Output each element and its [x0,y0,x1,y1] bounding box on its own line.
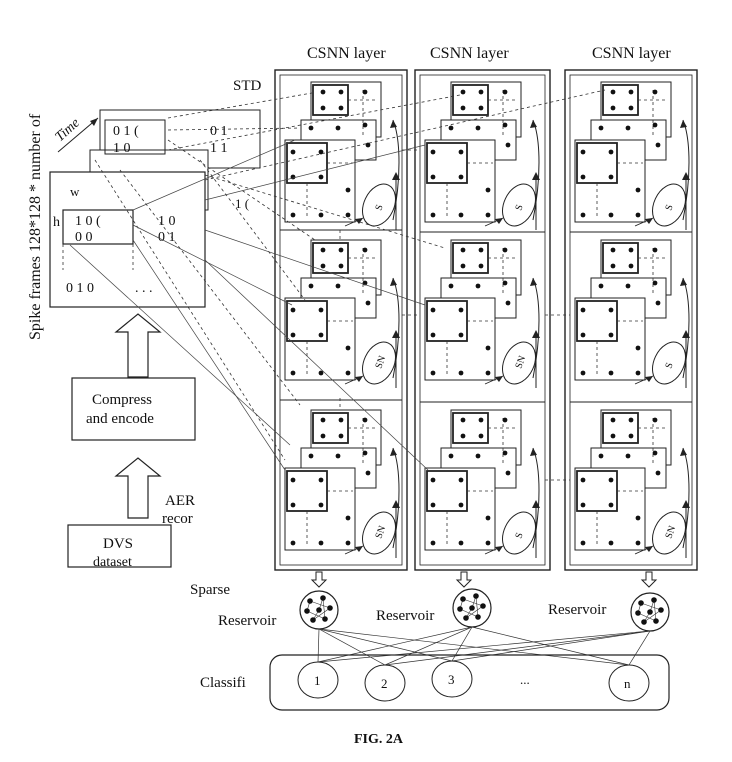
std-label: STD [233,78,262,94]
csnn-cell: S [284,81,400,230]
spike-frames-label: Spike frames 128*128 * number of [27,113,44,340]
inter-column-connectors [339,149,570,481]
csnn-layer-label-2: CSNN layer [430,45,509,62]
classifier-node-2: 2 [381,676,388,691]
matrix-partial: 1 ( [235,196,249,211]
csnn-cell: S [574,81,690,230]
reservoir-node [299,590,339,630]
matrix-back-right-row1: 0 1 [210,124,228,139]
compress-label-line2: and encode [86,411,154,427]
cell-neuron-label: S [664,361,676,370]
reservoir-node [452,588,492,628]
csnn-cell: S [424,81,540,230]
sparse-label: Sparse [190,582,230,598]
dvs-dataset-box [67,524,172,568]
figure-caption: FIG. 2A [354,732,404,747]
csnn-cell: SN [284,409,400,558]
matrix-front-right-row1: 1 0 [158,214,176,229]
matrix-h-label: h [53,215,60,230]
matrix-back-left-row2: 1 0 [113,141,131,156]
cell-neuron-label: SN [374,354,389,370]
reservoir-node [630,592,670,632]
cell-neuron-label: S [514,203,526,212]
csnn-cell: SN [284,239,400,388]
cell-neuron-label: S [514,531,526,540]
frame-to-csnn-connectors [69,89,606,471]
csnn-cell: S [574,239,690,388]
cell-neuron-label: SN [664,524,679,540]
csnn-cell: SN [574,409,690,558]
matrix-front-left-row2: 0 0 [75,230,93,245]
time-axis: Time [53,116,99,153]
matrix-back-left-row1: 0 1 ( [113,124,139,139]
cell-neuron-label: S [374,203,386,212]
classifier-node-3: 3 [448,672,455,687]
cell-neuron-label: SN [514,354,529,370]
reservoir-classifier-connections [317,626,651,666]
dvs-label-line1: DVS [103,536,133,552]
classifier-ellipsis: ... [520,672,530,687]
pipeline [67,313,196,568]
csnn-cells: S SN SN S SN S S S SN [284,81,690,558]
compress-encode-box [71,377,196,441]
reservoir-label-2: Reservoir [376,608,434,624]
classifier-nodes [297,660,650,702]
classifier-node-n: n [624,676,631,691]
matrix-bottom-row: 0 1 0 [66,281,94,296]
classifier-label: Classifi [200,675,246,691]
matrix-front-right-row2: 0 1 [158,230,176,245]
matrix-dots: . . . [135,281,153,296]
aer-label-line1: AER [165,493,195,509]
reservoir-label-3: Reservoir [548,602,606,618]
classifier-box [269,654,670,711]
cell-neuron-label: SN [374,524,389,540]
csnn-layer-label-3: CSNN layer [592,45,671,62]
reservoir-label-1: Reservoir [218,613,276,629]
matrix-front-left-row1: 1 0 ( [75,214,101,229]
column-down-arrows [310,571,658,588]
reservoirs [299,588,670,632]
csnn-column-frames [274,69,698,571]
time-label: Time [53,116,83,145]
csnn-cell: SN [424,239,540,388]
dvs-label-line2: dataset [93,555,132,570]
csnn-cell: S [424,409,540,558]
classifier-node-1: 1 [314,673,321,688]
csnn-layer-label-1: CSNN layer [307,45,386,62]
matrix-w-label: w [70,184,80,199]
spike-frame-stack [49,109,261,308]
aer-label-line2: recor [162,511,193,527]
compress-label-line1: Compress [92,392,152,408]
matrix-back-right-row2: 1 1 [210,141,228,156]
cell-neuron-label: S [664,203,676,212]
